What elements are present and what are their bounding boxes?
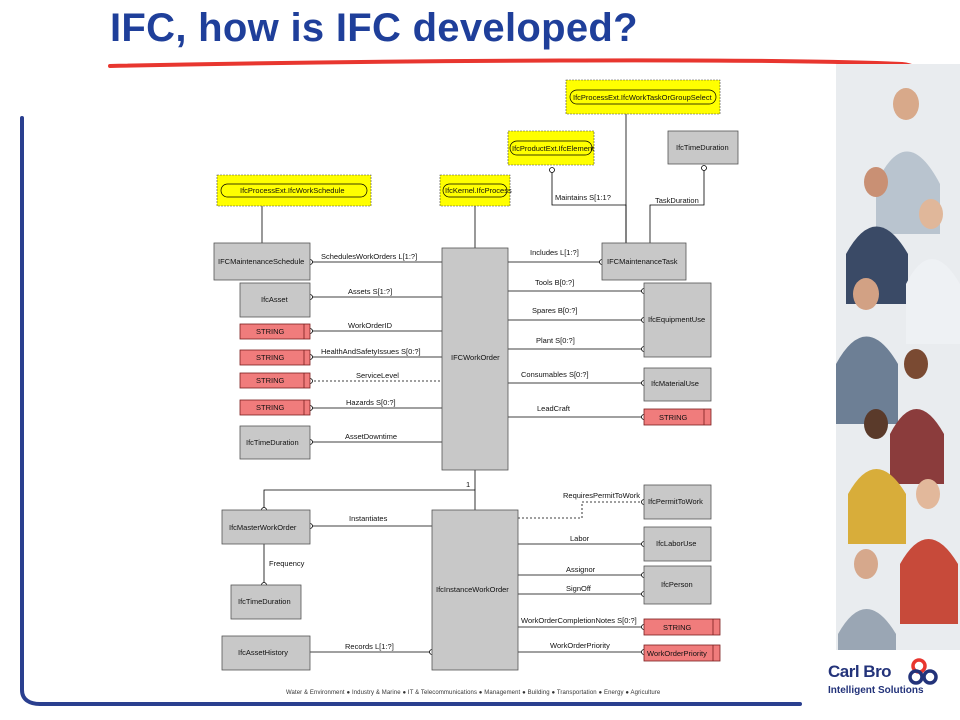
string-type-label: STRING (256, 327, 285, 336)
string-type-label: WorkOrderPriority (647, 649, 707, 658)
entity-box (601, 242, 687, 281)
relation-label: Plant S[0:?] (536, 336, 575, 345)
string-type-box (239, 399, 311, 416)
external-entity: IfcProductExt.IfcElement (507, 130, 595, 166)
footer-business-areas: Water & Environment ● Industry & Marine … (286, 690, 661, 696)
connector-lines (261, 104, 705, 653)
external-entity: IfcProcessExt.IfcWorkTaskOrGroupSelect (565, 79, 721, 115)
entity-box (239, 282, 311, 318)
relation-label: HealthAndSafetyIssues S[0:?] (321, 347, 421, 356)
slide-title: IFC, how is IFC developed? (110, 6, 638, 50)
relation-label: 1 (466, 480, 470, 489)
string-type-dividers (303, 324, 714, 661)
entity-box (643, 484, 712, 520)
relation-label: WorkOrderPriority (550, 641, 610, 650)
relation-label: SchedulesWorkOrders L[1:?] (321, 252, 417, 261)
external-label: IfcProductExt.IfcElement (512, 144, 595, 153)
entity-label: IfcTimeDuration (246, 438, 299, 447)
entity-box (643, 282, 712, 358)
relation-label: Spares B[0:?] (532, 306, 577, 315)
string-type-box (643, 644, 721, 662)
entity-label: IfcAsset (261, 295, 289, 304)
relation-label: Records L[1:?] (345, 642, 394, 651)
entity-box (643, 367, 712, 402)
string-type-box (643, 408, 712, 426)
external-label: IfcProcessExt.IfcWorkTaskOrGroupSelect (573, 93, 713, 102)
relation-label: TaskDuration (655, 196, 699, 205)
frame-line (20, 116, 802, 706)
string-type-label: STRING (659, 413, 688, 422)
relation-label: Assets S[1:?] (348, 287, 392, 296)
entity-box (667, 130, 739, 165)
entity-label: IfcEquipmentUse (648, 315, 705, 324)
string-type-box (643, 618, 721, 636)
entity-label: IfcMaterialUse (651, 379, 699, 388)
relation-label: Instantiates (349, 514, 388, 523)
relation-label: AssetDowntime (345, 432, 397, 441)
relation-label: Tools B[0:?] (535, 278, 574, 287)
relation-label: Labor (570, 534, 590, 543)
external-label: IfcKernel.IfcProcess (445, 186, 512, 195)
relation-label: SignOff (566, 584, 592, 593)
relation-label: WorkOrderCompletionNotes S[0:?] (521, 616, 637, 625)
logo-tagline: Intelligent Solutions (828, 685, 924, 696)
entity-label: IfcInstanceWorkOrder (436, 585, 509, 594)
entity-label: IFCMaintenanceTask (607, 257, 678, 266)
string-type-label: STRING (256, 376, 285, 385)
people-photo (836, 64, 960, 650)
entity-label: IfcMasterWorkOrder (229, 523, 297, 532)
relation-label: Consumables S[0:?] (521, 370, 589, 379)
external-entity: IfcProcessExt.IfcWorkSchedule (216, 174, 372, 207)
relation-label: LeadCraft (537, 404, 571, 413)
logo-name: Carl Bro (828, 662, 892, 681)
relation-label: RequiresPermitToWork (563, 491, 640, 500)
entity-box (221, 635, 311, 671)
string-type-box (239, 349, 311, 366)
external-entity: IfcKernel.IfcProcess (439, 174, 512, 207)
entity-label: IfcLaborUse (656, 539, 696, 548)
relation-label: Maintains S[1:1? (555, 193, 611, 202)
relation-label: Hazards S[0:?] (346, 398, 396, 407)
relation-label: Assignor (566, 565, 596, 574)
entity-box (441, 247, 509, 471)
relation-label: WorkOrderID (348, 321, 393, 330)
logo-rings-icon (908, 658, 938, 685)
entity-label: IfcPermitToWork (648, 497, 703, 506)
person-figures (836, 88, 960, 650)
relation-label: ServiceLevel (356, 371, 399, 380)
entity-label: IfcAssetHistory (238, 648, 288, 657)
string-type-box (239, 372, 311, 389)
entity-box (213, 242, 311, 281)
entity-label: IfcPerson (661, 580, 693, 589)
entity-box (643, 526, 712, 562)
entity-label: IFCMaintenanceSchedule (218, 257, 304, 266)
entity-box (431, 509, 519, 671)
entity-box (643, 565, 712, 605)
entity-label: IfcTimeDuration (238, 597, 291, 606)
entity-box (230, 584, 302, 620)
relation-label: Includes L[1:?] (530, 248, 579, 257)
string-type-label: STRING (663, 623, 692, 632)
string-type-box (239, 323, 311, 340)
external-label: IfcProcessExt.IfcWorkSchedule (240, 186, 344, 195)
entity-label: IFCWorkOrder (451, 353, 500, 362)
entity-box (239, 425, 311, 460)
string-type-label: STRING (256, 403, 285, 412)
relation-label: Frequency (269, 559, 305, 568)
entity-box (221, 509, 311, 545)
entity-label: IfcTimeDuration (676, 143, 729, 152)
company-logo: Carl Bro Intelligent Solutions (822, 654, 950, 704)
string-type-label: STRING (256, 353, 285, 362)
